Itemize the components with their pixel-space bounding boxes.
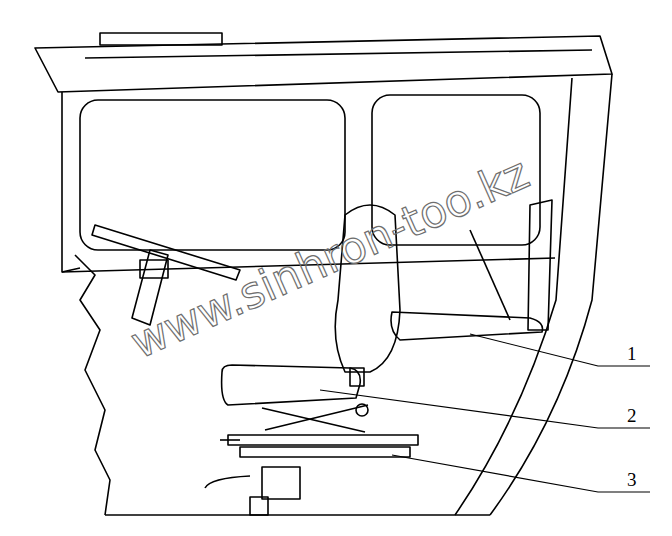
front-pillar	[62, 92, 80, 272]
front-window	[80, 100, 345, 250]
roof-hatch	[100, 33, 222, 45]
lever-box	[262, 467, 300, 499]
leader-line	[470, 334, 650, 366]
pivot	[356, 404, 368, 416]
callout-number: 2	[627, 406, 637, 425]
scissor-arm	[265, 405, 368, 430]
rear-wall-inner	[455, 78, 572, 515]
support-strut	[470, 230, 510, 320]
callout-number: 3	[627, 470, 637, 489]
callout-number: 1	[627, 344, 637, 363]
rear-wall-outer	[490, 74, 612, 515]
floor	[105, 514, 490, 516]
seat-rail	[240, 447, 410, 457]
handle	[220, 439, 240, 441]
leader-line	[392, 455, 650, 492]
pedal-box	[250, 497, 268, 515]
leader-line	[320, 390, 650, 428]
seat-base	[228, 435, 418, 445]
armrest	[391, 312, 543, 340]
scissor-arm	[262, 408, 365, 432]
lever	[205, 476, 250, 488]
cut-edge	[75, 255, 110, 515]
watermark: www.sinhron-too.kz	[125, 151, 535, 366]
armrest-support	[528, 200, 552, 330]
steering-wheel	[92, 225, 240, 280]
seat-cushion	[222, 365, 361, 405]
seat-bracket	[350, 368, 364, 386]
steering-joint	[140, 260, 168, 278]
roof-edge	[85, 50, 592, 58]
